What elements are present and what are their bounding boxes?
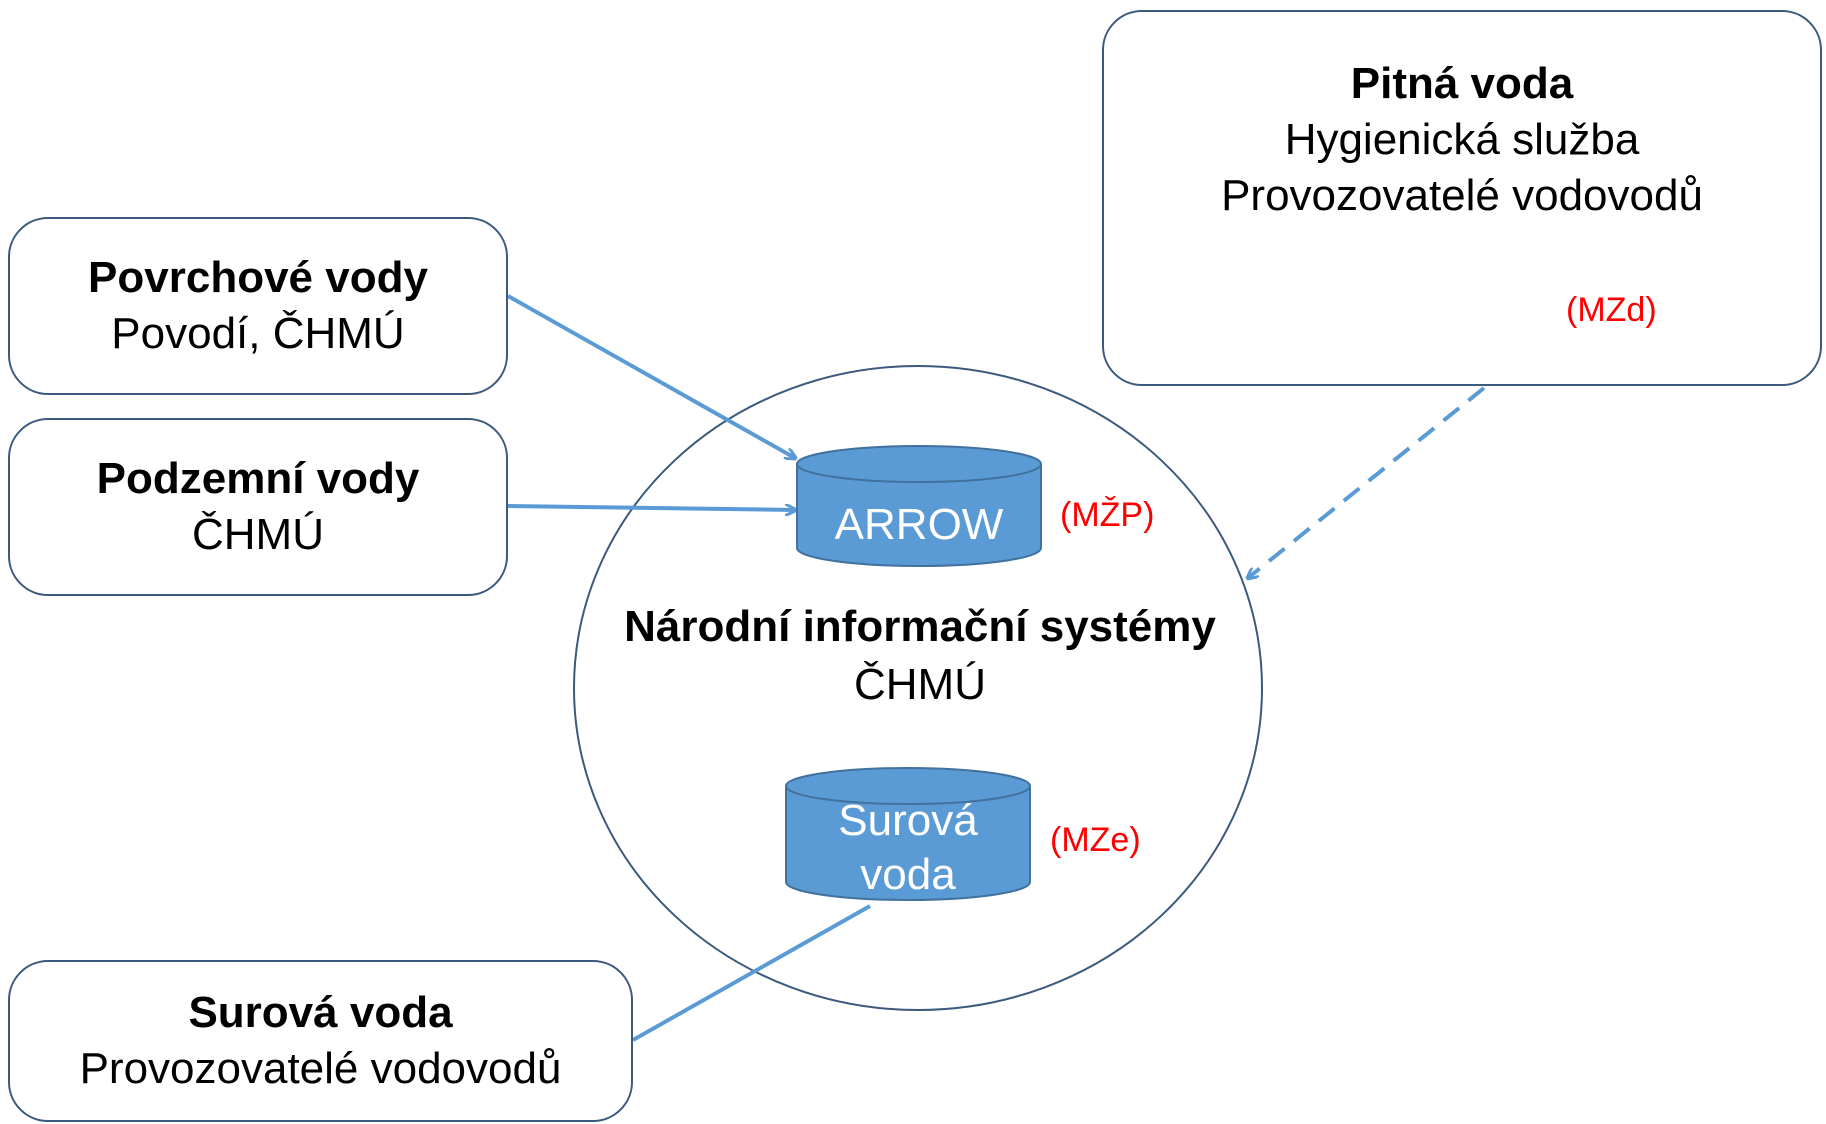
arrow-database-label: ARROW bbox=[834, 500, 1004, 549]
surova-database-label-line2: voda bbox=[860, 850, 956, 899]
surova-voda-subtitle: Provozovatelé vodovodů bbox=[79, 1044, 562, 1093]
povrchove-vody-box: Povrchové vody Povodí, ČHMÚ bbox=[8, 217, 508, 395]
pivo-database-label: PiVo bbox=[1430, 294, 1522, 343]
povrchove-vody-title: Povrchové vody bbox=[88, 253, 428, 302]
pitna-voda-line2: Provozovatelé vodovodů bbox=[1221, 171, 1703, 220]
povrchove-vody-subtitle: Povodí, ČHMÚ bbox=[111, 309, 405, 358]
podzemni-vody-box: Podzemní vody ČHMÚ bbox=[8, 418, 508, 596]
pitna-voda-line1: Hygienická služba bbox=[1284, 115, 1640, 164]
connector-podzemni-to-arrow bbox=[507, 506, 795, 510]
national-systems-ellipse bbox=[573, 365, 1263, 1011]
podzemni-vody-subtitle: ČHMÚ bbox=[192, 510, 324, 559]
surova-database-cylinder bbox=[785, 767, 1031, 901]
surova-database-label-line1: Surová bbox=[838, 796, 978, 845]
connector-pivo-to-ellipse bbox=[1248, 386, 1486, 578]
pitna-voda-box: Pitná voda Hygienická služba Provozovate… bbox=[1102, 10, 1822, 386]
pivo-ministry-label: (MZd) bbox=[1566, 291, 1657, 329]
national-systems-label: Národní informační systémy ČHMÚ bbox=[560, 598, 1280, 714]
arrow-database-cylinder bbox=[796, 445, 1042, 567]
pitna-voda-title: Pitná voda bbox=[1350, 59, 1574, 108]
podzemni-vody-title: Podzemní vody bbox=[96, 454, 420, 503]
connector-povrchove-to-arrow bbox=[507, 294, 795, 458]
national-systems-subtitle: ČHMÚ bbox=[854, 660, 986, 709]
arrow-ministry-label: (MŽP) bbox=[1060, 496, 1155, 534]
surova-voda-title: Surová voda bbox=[188, 988, 453, 1037]
surova-voda-box: Surová voda Provozovatelé vodovodů bbox=[8, 960, 633, 1122]
national-systems-title: Národní informační systémy bbox=[624, 602, 1216, 651]
surova-ministry-label: (MZe) bbox=[1050, 821, 1141, 859]
connector-surova-box-to-db bbox=[632, 904, 871, 1042]
